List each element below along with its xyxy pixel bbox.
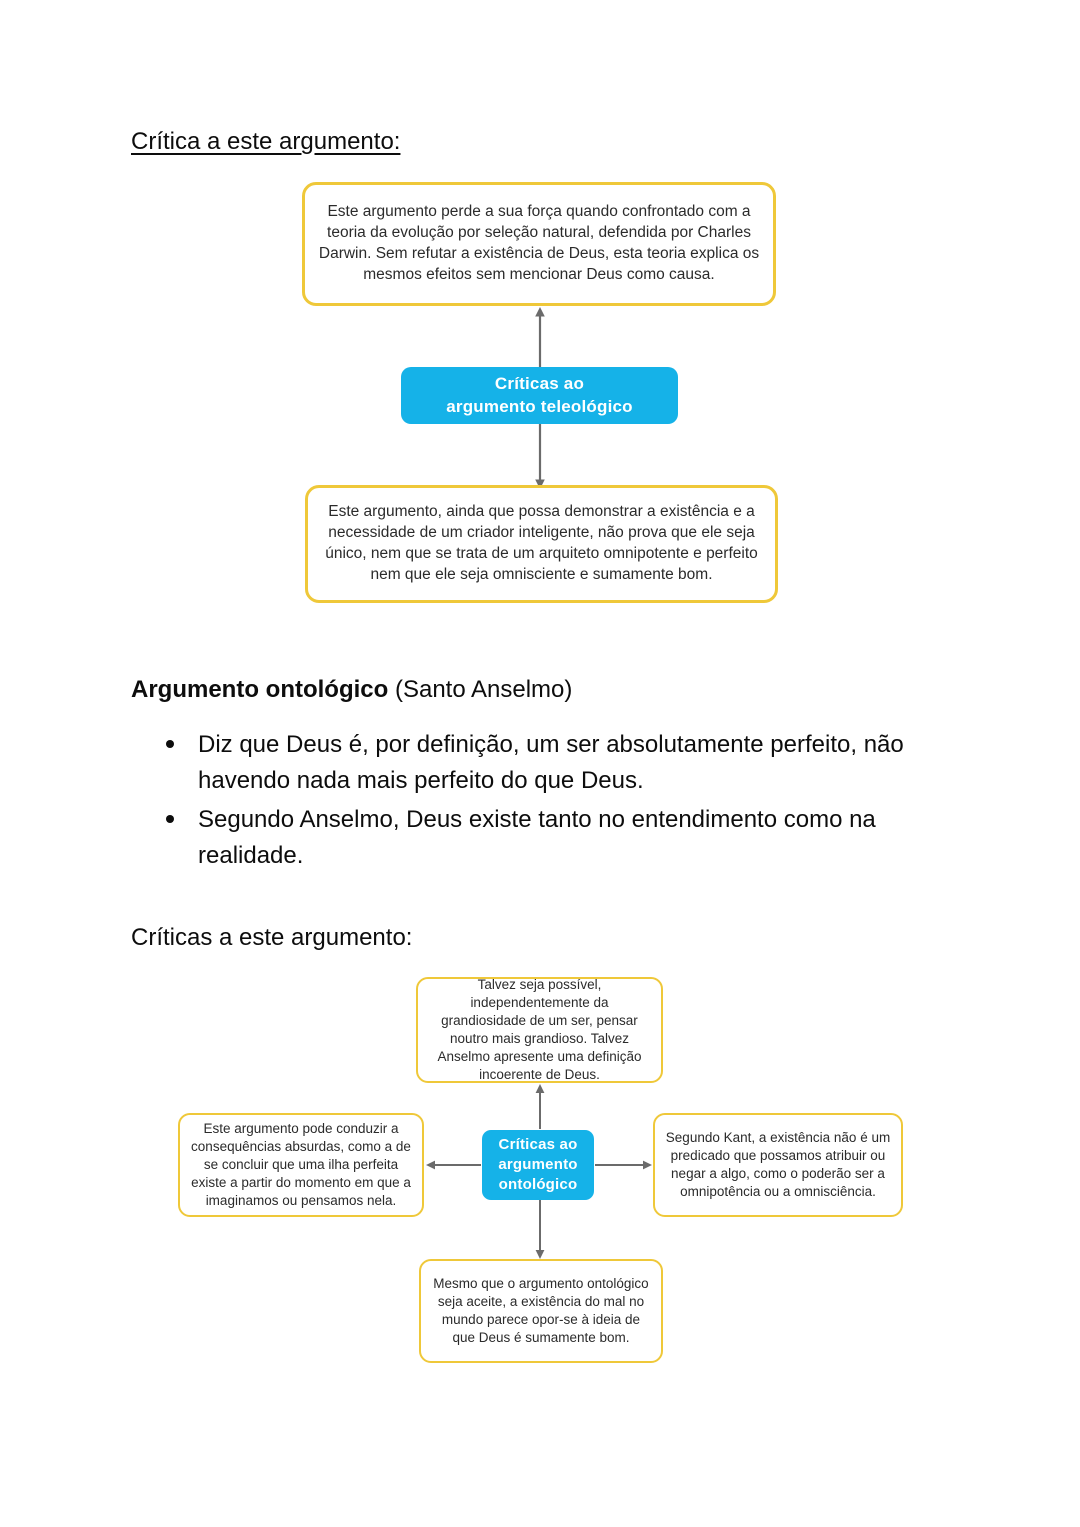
diagram1-bottom-node-text: Este argumento, ainda que possa demonstr… [325, 503, 758, 583]
connector-teleologico-down [535, 424, 545, 489]
diagram2-center-node[interactable]: Críticas ao argumento ontológico [482, 1130, 594, 1200]
bullet-list-argumento-ontologico: Diz que Deus é, por definição, um ser ab… [152, 727, 942, 877]
diagram2-left-node[interactable]: Este argumento pode conduzir a consequên… [178, 1113, 424, 1217]
section-title-rest: (Santo Anselmo) [388, 676, 573, 703]
heading-critica-argumento-teleologico: Crítica a este argumento: [131, 128, 401, 155]
list-item: Diz que Deus é, por definição, um ser ab… [152, 727, 942, 800]
connector-ontologico-up [535, 1084, 545, 1129]
diagram2-center-line3: ontológico [498, 1175, 578, 1193]
arrow-head-right [643, 1160, 652, 1170]
diagram2-bottom-node[interactable]: Mesmo que o argumento ontológico seja ac… [419, 1259, 663, 1363]
diagram2-center-line1: Críticas ao [498, 1136, 578, 1154]
heading-criticas-argumento-ontologico: Críticas a este argumento: [131, 924, 413, 951]
diagram2-top-node[interactable]: Talvez seja possível, independentemente … [416, 977, 663, 1083]
bullet-text: Segundo Anselmo, Deus existe tanto no en… [198, 805, 876, 870]
diagram1-center-line1: Críticas ao [494, 374, 585, 394]
section-title-bold: Argumento ontológico [131, 676, 389, 703]
arrow-head-left [426, 1160, 435, 1170]
diagram2-center-line2: argumento [498, 1156, 578, 1174]
arrow-head-down [535, 1250, 545, 1259]
arrow-head-up [535, 1084, 545, 1093]
diagram2-bottom-node-text: Mesmo que o argumento ontológico seja ac… [433, 1276, 649, 1345]
list-item: Segundo Anselmo, Deus existe tanto no en… [152, 802, 942, 875]
connector-teleologico-up [535, 307, 545, 374]
arrow-head-up [535, 307, 545, 317]
bullet-dot-icon [166, 814, 174, 823]
diagram1-center-node-text: Críticas ao argumento teleológico [446, 373, 633, 417]
connector-ontologico-left [426, 1160, 481, 1170]
diagram2-right-node[interactable]: Segundo Kant, a existência não é um pred… [653, 1113, 903, 1217]
diagram1-bottom-node[interactable]: Este argumento, ainda que possa demonstr… [305, 485, 778, 603]
diagram2-top-node-text: Talvez seja possível, independentemente … [437, 977, 642, 1082]
diagram2-center-node-text: Críticas ao argumento ontológico [498, 1135, 577, 1194]
bullet-text: Diz que Deus é, por definição, um ser ab… [198, 731, 904, 795]
diagram1-top-node-text: Este argumento perde a sua força quando … [318, 203, 760, 283]
arrow-head-down [535, 479, 545, 489]
connector-ontologico-down [535, 1200, 545, 1259]
diagram1-center-line2: argumento teleológico [446, 396, 633, 416]
section-title-argumento-ontologico: Argumento ontológico (Santo Anselmo) [131, 675, 572, 705]
connector-ontologico-right [595, 1160, 652, 1170]
diagram-criticas-argumento-teleologico: Este argumento perde a sua força quando … [0, 0, 1080, 620]
bullet-dot-icon [166, 739, 174, 748]
diagram2-right-node-text: Segundo Kant, a existência não é um pred… [665, 1130, 891, 1199]
diagram2-left-node-text: Este argumento pode conduzir a consequên… [191, 1121, 411, 1208]
diagram1-center-node[interactable]: Críticas ao argumento teleológico [401, 367, 678, 424]
diagram1-top-node[interactable]: Este argumento perde a sua força quando … [302, 182, 776, 306]
